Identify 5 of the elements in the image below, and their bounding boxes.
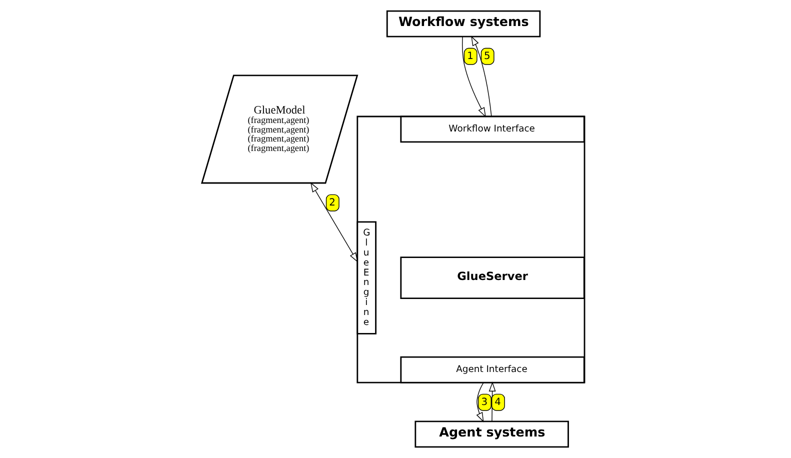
edge-label: 3 — [480, 396, 488, 408]
edge-label: 5 — [484, 50, 490, 62]
edge-label: 2 — [328, 197, 335, 208]
edge-label: 4 — [494, 396, 500, 408]
edge-label: 1 — [466, 50, 473, 62]
